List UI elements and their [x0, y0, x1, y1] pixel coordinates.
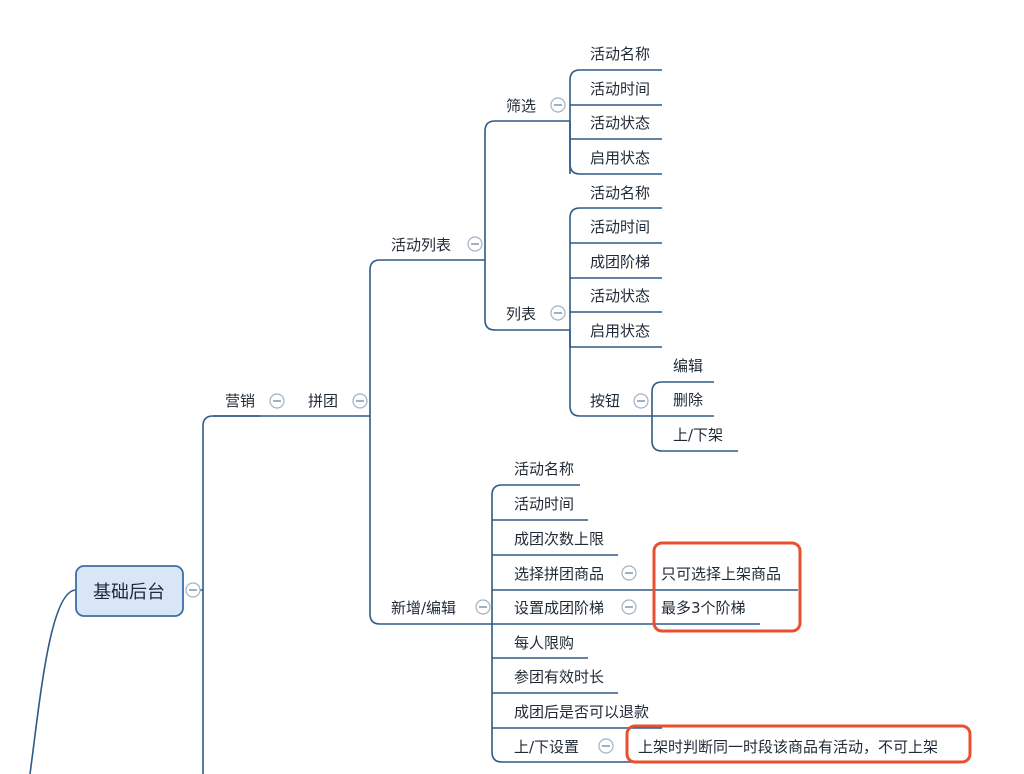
root-node[interactable]: 基础后台	[75, 565, 184, 617]
filter-item[interactable]: 活动状态	[590, 114, 650, 132]
collapse-toggle-tier[interactable]	[621, 599, 637, 615]
connector-actlist-list	[484, 260, 570, 331]
connector-buttons-bottom	[651, 416, 738, 452]
connector-list-top	[569, 207, 662, 330]
connector-groupbuy-addedit	[369, 416, 492, 625]
highlight-box-onoff	[625, 724, 972, 764]
connector-filter-bottom	[569, 121, 662, 175]
list-item[interactable]: 启用状态	[590, 322, 650, 340]
connector-marketing-spine	[202, 415, 260, 774]
collapse-toggle-list[interactable]	[550, 305, 566, 321]
list-item[interactable]: 活动名称	[590, 184, 650, 202]
collapse-toggle-filter[interactable]	[550, 97, 566, 113]
list-item[interactable]: 成团阶梯	[590, 253, 650, 271]
connector-actlist-filter	[484, 120, 570, 260]
button-item-edit[interactable]: 编辑	[673, 357, 703, 375]
add-edit-item[interactable]: 成团后是否可以退款	[514, 703, 649, 721]
node-activity-list[interactable]: 活动列表	[391, 236, 451, 254]
node-add-edit[interactable]: 新增/编辑	[391, 599, 456, 617]
filter-item[interactable]: 活动名称	[590, 45, 650, 63]
add-edit-item-tier[interactable]: 设置成团阶梯	[514, 599, 604, 617]
collapse-toggle-activity-list[interactable]	[467, 236, 483, 252]
collapse-toggle-add-edit[interactable]	[475, 599, 491, 615]
collapse-toggle-marketing[interactable]	[269, 393, 285, 409]
collapse-toggle-buttons[interactable]	[633, 393, 649, 409]
root-label: 基础后台	[93, 582, 165, 603]
connector-buttons-top	[651, 381, 714, 416]
connector-addedit-top	[491, 484, 580, 624]
button-item-onoff[interactable]: 上/下架	[673, 426, 723, 444]
collapse-toggle-groupbuy[interactable]	[352, 393, 368, 409]
add-edit-item-onoff[interactable]: 上/下设置	[514, 738, 579, 756]
note-tier[interactable]: 最多3个阶梯	[661, 599, 746, 617]
filter-item[interactable]: 活动时间	[590, 80, 650, 98]
connector-groupbuy-spine	[369, 259, 485, 416]
add-edit-item[interactable]: 每人限购	[514, 634, 574, 652]
node-list[interactable]: 列表	[506, 305, 536, 323]
collapse-toggle-root[interactable]	[185, 582, 201, 598]
add-edit-item[interactable]: 成团次数上限	[514, 530, 604, 548]
connector-addedit-bottom	[491, 624, 628, 763]
connector-root-left	[29, 589, 77, 774]
node-buttons[interactable]: 按钮	[590, 392, 620, 410]
add-edit-item[interactable]: 参团有效时长	[514, 668, 604, 686]
highlight-box-goods-tier	[652, 541, 802, 633]
add-edit-item-select-goods[interactable]: 选择拼团商品	[514, 565, 604, 583]
add-edit-item[interactable]: 活动名称	[514, 460, 574, 478]
note-select-goods[interactable]: 只可选择上架商品	[661, 565, 781, 583]
note-onoff[interactable]: 上架时判断同一时段该商品有活动，不可上架	[638, 738, 938, 756]
add-edit-item[interactable]: 活动时间	[514, 495, 574, 513]
filter-item[interactable]: 启用状态	[590, 149, 650, 167]
button-item-delete[interactable]: 删除	[673, 391, 703, 409]
collapse-toggle-onoff[interactable]	[598, 738, 614, 754]
node-groupbuy[interactable]: 拼团	[308, 392, 338, 410]
list-item[interactable]: 活动状态	[590, 287, 650, 305]
list-item[interactable]: 活动时间	[590, 218, 650, 236]
node-marketing[interactable]: 营销	[225, 392, 255, 410]
collapse-toggle-select-goods[interactable]	[621, 565, 637, 581]
connector-list-buttons	[569, 330, 652, 417]
node-filter[interactable]: 筛选	[506, 97, 536, 115]
